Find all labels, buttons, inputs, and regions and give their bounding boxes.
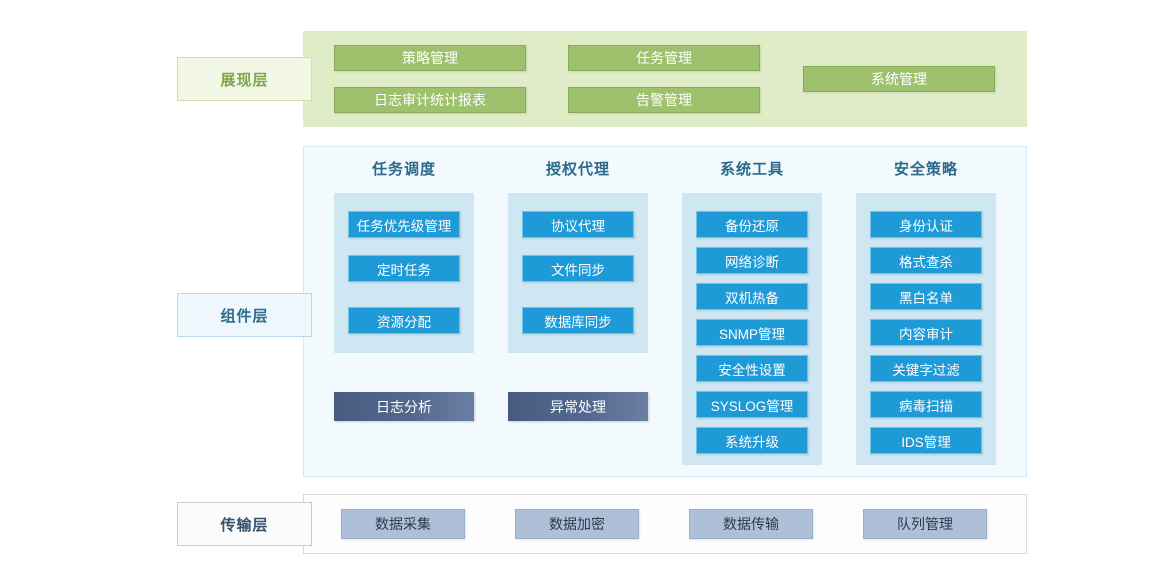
- component-item-blacklist-whitelist[interactable]: 黑白名单: [870, 283, 982, 310]
- presentation-box-task-management[interactable]: 任务管理: [568, 45, 760, 71]
- component-item-virus-scan[interactable]: 病毒扫描: [870, 391, 982, 418]
- component-item-format-scan-kill[interactable]: 格式查杀: [870, 247, 982, 274]
- presentation-box-strategy-management[interactable]: 策略管理: [334, 45, 526, 71]
- component-item-label: SNMP管理: [718, 326, 785, 342]
- component-item-label: 双机热备: [725, 290, 779, 306]
- component-item-scheduled-task[interactable]: 定时任务: [348, 255, 460, 282]
- component-item-task-priority-management[interactable]: 任务优先级管理: [348, 211, 460, 238]
- component-column-title-authorization-agent: 授权代理: [508, 157, 648, 179]
- component-item-dual-machine-hot-standby[interactable]: 双机热备: [696, 283, 808, 310]
- presentation-box-system-management[interactable]: 系统管理: [803, 66, 995, 92]
- component-item-label: 身份认证: [899, 218, 953, 234]
- component-column-title-task-scheduling: 任务调度: [334, 157, 474, 179]
- component-item-label: 文件同步: [551, 262, 605, 278]
- component-item-label: 数据库同步: [544, 314, 612, 330]
- component-item-snmp-management[interactable]: SNMP管理: [696, 319, 808, 346]
- component-item-keyword-filtering[interactable]: 关键字过滤: [870, 355, 982, 382]
- column-title-label: 安全策略: [893, 160, 958, 178]
- component-column-title-system-tools: 系统工具: [682, 157, 822, 179]
- transport-box-label: 数据传输: [723, 516, 779, 532]
- component-item-label: 病毒扫描: [899, 398, 953, 414]
- presentation-box-label: 任务管理: [636, 50, 692, 66]
- layer-tag-transport: 传输层: [177, 502, 312, 546]
- component-item-label: 安全性设置: [718, 362, 786, 378]
- layer-tag-presentation: 展现层: [177, 57, 312, 101]
- component-item-security-settings[interactable]: 安全性设置: [696, 355, 808, 382]
- presentation-box-alarm-management[interactable]: 告警管理: [568, 87, 760, 113]
- component-item-ids-management[interactable]: IDS管理: [870, 427, 982, 454]
- transport-box-data-encryption[interactable]: 数据加密: [515, 509, 639, 539]
- component-column-title-security-policy: 安全策略: [856, 157, 996, 179]
- component-footer-label: 日志分析: [376, 398, 432, 415]
- layer-tag-component: 组件层: [177, 293, 312, 337]
- component-item-label: SYSLOG管理: [710, 398, 794, 414]
- layer-tag-component-label: 组件层: [220, 307, 269, 325]
- component-item-identity-authentication[interactable]: 身份认证: [870, 211, 982, 238]
- component-item-label: 系统升级: [725, 434, 779, 450]
- component-item-resource-allocation[interactable]: 资源分配: [348, 307, 460, 334]
- component-item-protocol-agent[interactable]: 协议代理: [522, 211, 634, 238]
- component-item-label: 内容审计: [899, 326, 953, 342]
- component-footer-label: 异常处理: [550, 398, 606, 415]
- component-item-label: 资源分配: [377, 314, 431, 330]
- component-item-system-upgrade[interactable]: 系统升级: [696, 427, 808, 454]
- column-title-label: 系统工具: [719, 160, 784, 178]
- component-footer-exception-handling[interactable]: 异常处理: [508, 392, 648, 421]
- component-item-label: 任务优先级管理: [356, 218, 452, 234]
- presentation-box-label: 系统管理: [871, 71, 927, 87]
- transport-box-queue-management[interactable]: 队列管理: [863, 509, 987, 539]
- component-item-backup-restore[interactable]: 备份还原: [696, 211, 808, 238]
- component-item-label: 定时任务: [377, 262, 431, 278]
- presentation-box-log-audit-report[interactable]: 日志审计统计报表: [334, 87, 526, 113]
- component-footer-log-analysis[interactable]: 日志分析: [334, 392, 474, 421]
- component-item-label: IDS管理: [901, 434, 951, 450]
- component-item-label: 网络诊断: [725, 254, 779, 270]
- component-item-label: 备份还原: [725, 218, 779, 234]
- component-item-network-diagnostics[interactable]: 网络诊断: [696, 247, 808, 274]
- transport-box-label: 数据加密: [549, 516, 605, 532]
- component-item-file-sync[interactable]: 文件同步: [522, 255, 634, 282]
- layer-tag-transport-label: 传输层: [220, 516, 269, 534]
- presentation-box-label: 告警管理: [636, 92, 692, 108]
- component-item-label: 格式查杀: [899, 254, 953, 270]
- presentation-box-label: 日志审计统计报表: [374, 92, 486, 108]
- column-title-label: 任务调度: [371, 160, 436, 178]
- layer-tag-presentation-label: 展现层: [220, 71, 269, 89]
- component-item-label: 协议代理: [551, 218, 605, 234]
- component-item-content-audit[interactable]: 内容审计: [870, 319, 982, 346]
- transport-box-data-collection[interactable]: 数据采集: [341, 509, 465, 539]
- component-item-database-sync[interactable]: 数据库同步: [522, 307, 634, 334]
- transport-box-data-transmission[interactable]: 数据传输: [689, 509, 813, 539]
- component-item-label: 黑白名单: [899, 290, 953, 306]
- presentation-box-label: 策略管理: [402, 50, 458, 66]
- transport-box-label: 队列管理: [897, 516, 953, 532]
- transport-box-label: 数据采集: [375, 516, 431, 532]
- component-item-label: 关键字过滤: [892, 362, 960, 378]
- column-title-label: 授权代理: [545, 160, 610, 178]
- component-item-syslog-management[interactable]: SYSLOG管理: [696, 391, 808, 418]
